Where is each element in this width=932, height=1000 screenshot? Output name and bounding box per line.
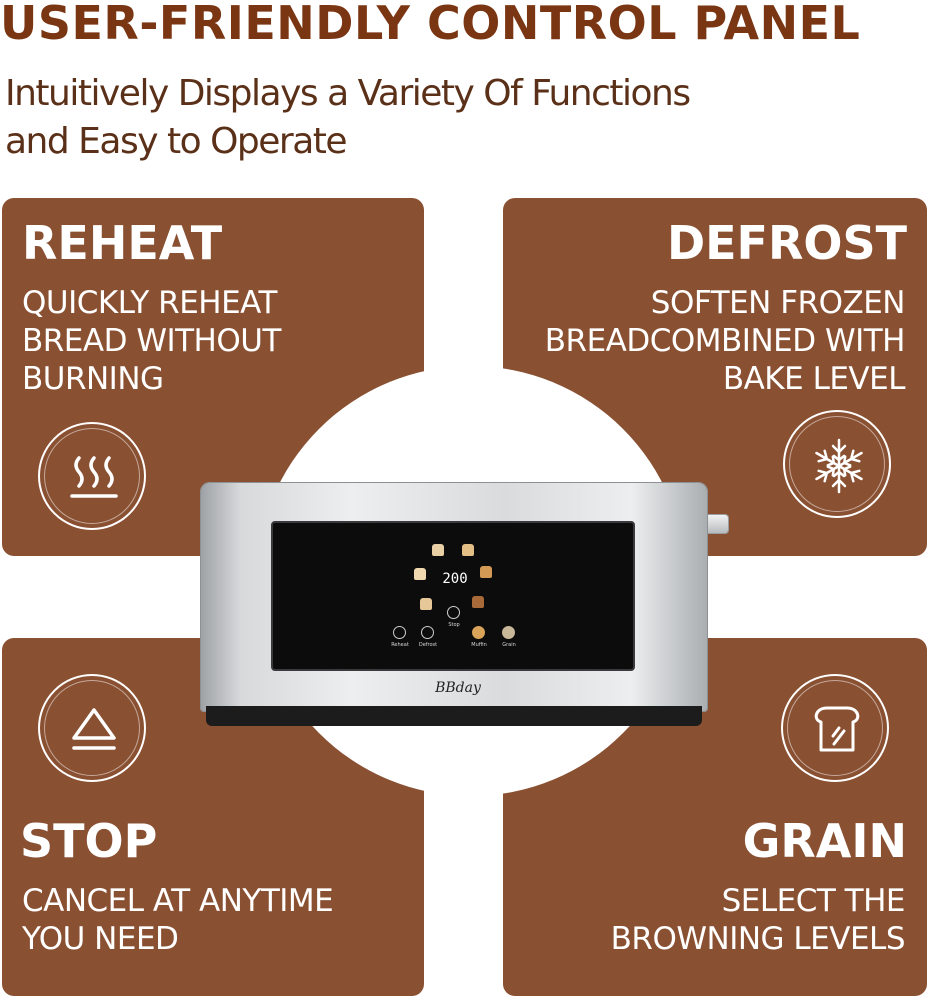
defrost-desc-2: BREADCOMBINED WITH bbox=[544, 323, 906, 359]
grain-button[interactable] bbox=[502, 626, 515, 639]
toast-level-6-icon bbox=[414, 568, 426, 580]
subtitle-line-1: Intuitively Displays a Variety Of Functi… bbox=[5, 73, 691, 114]
defrost-desc-1: SOFTEN FROZEN bbox=[650, 285, 906, 321]
stop-button-label: Stop bbox=[448, 622, 460, 628]
temperature-display: 200 bbox=[442, 571, 468, 587]
grain-desc-2: BROWNING LEVELS bbox=[610, 921, 906, 957]
grain-title: GRAIN bbox=[742, 814, 907, 868]
defrost-button-label: Defrost bbox=[418, 642, 438, 648]
stop-desc-1: CANCEL AT ANYTIME bbox=[22, 883, 334, 919]
toaster-lever bbox=[704, 515, 728, 533]
stop-triangle-icon bbox=[38, 674, 146, 782]
toast-level-4-icon bbox=[472, 596, 484, 608]
toast-level-2-icon bbox=[462, 544, 474, 556]
reheat-title: REHEAT bbox=[22, 216, 223, 270]
muffin-button-label: Muffin bbox=[471, 642, 487, 648]
muffin-button[interactable] bbox=[472, 626, 485, 639]
reheat-desc-1: QUICKLY REHEAT bbox=[22, 285, 277, 321]
toast-level-1-icon bbox=[432, 544, 444, 556]
reheat-button[interactable] bbox=[393, 626, 406, 639]
defrost-button[interactable] bbox=[421, 626, 434, 639]
toast-level-5-icon bbox=[420, 598, 432, 610]
toaster-base bbox=[206, 706, 702, 726]
toast-level-3-icon bbox=[480, 566, 492, 578]
stop-button[interactable] bbox=[447, 606, 460, 619]
bread-slice-icon bbox=[781, 674, 889, 782]
heat-waves-icon bbox=[38, 422, 146, 530]
defrost-desc-3: BAKE LEVEL bbox=[722, 361, 906, 397]
reheat-button-label: Reheat bbox=[391, 642, 409, 648]
reheat-desc-2: BREAD WITHOUT bbox=[22, 323, 281, 359]
page-title: USER-FRIENDLY CONTROL PANEL bbox=[0, 0, 861, 50]
control-screen bbox=[273, 523, 633, 669]
snowflake-icon bbox=[783, 410, 891, 518]
defrost-title: DEFROST bbox=[666, 216, 907, 270]
grain-button-label: Grain bbox=[502, 642, 516, 648]
stop-desc-2: YOU NEED bbox=[22, 921, 179, 957]
subtitle-line-2: and Easy to Operate bbox=[5, 121, 348, 162]
defrost-panel: DEFROST SOFTEN FROZEN BREADCOMBINED WITH… bbox=[503, 198, 927, 556]
grain-desc-1: SELECT THE bbox=[721, 883, 906, 919]
brand-logo: BBday bbox=[435, 680, 481, 696]
reheat-desc-3: BURNING bbox=[22, 361, 164, 397]
stop-title: STOP bbox=[20, 814, 158, 868]
